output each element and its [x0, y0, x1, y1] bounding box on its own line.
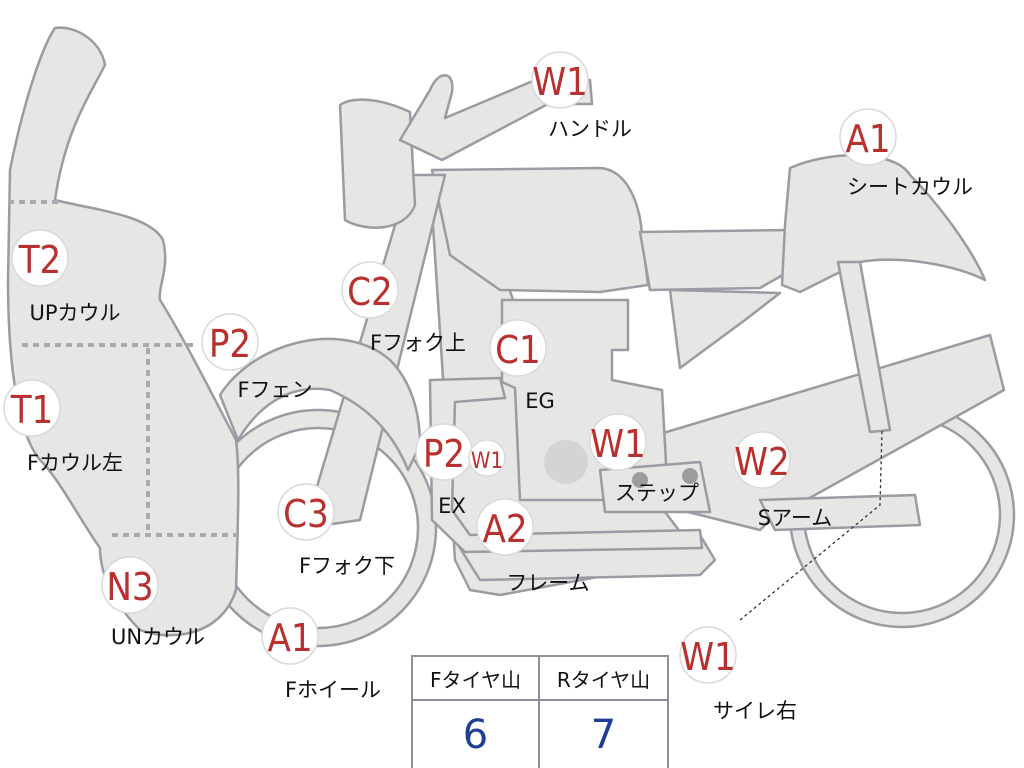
badge-exhaust-small-code: W1	[471, 449, 503, 474]
badge-swing-arm-code: W2	[734, 440, 790, 484]
badge-engine-code: C1	[495, 328, 541, 372]
badge-exhaust-code: P2	[423, 432, 465, 476]
engine-cover	[544, 440, 588, 484]
badge-f-wheel: A1	[261, 607, 319, 665]
badge-exhaust: P2	[415, 423, 473, 481]
fuel-tank	[430, 166, 650, 294]
label-f-fork-lower: Fフォク下	[299, 554, 395, 578]
label-up-cowl: UPカウル	[29, 301, 120, 325]
side-cover	[668, 288, 782, 370]
label-right-side: サイレ右	[713, 699, 797, 723]
label-handle: ハンドル	[548, 117, 632, 141]
badge-step: W1	[589, 413, 647, 471]
badge-up-cowl: T2	[11, 229, 69, 287]
fairing	[6, 26, 240, 637]
seat-rail	[836, 260, 892, 434]
seat	[638, 228, 797, 292]
badge-up-cowl-code: T2	[18, 238, 62, 282]
label-under-cowl: UNカウル	[111, 625, 205, 649]
front-tire-header: Fタイヤ山	[413, 657, 540, 701]
badge-right-side: W1	[679, 626, 737, 684]
label-frame: フレーム	[506, 571, 589, 595]
badge-engine: C1	[489, 319, 547, 377]
label-swing-arm: Sアーム	[758, 506, 832, 530]
label-left-cowl: Fカウル左	[27, 451, 123, 475]
badge-seat-cowl: A1	[839, 108, 897, 166]
rear-tire-value: 7	[590, 711, 617, 758]
exhaust-pipe	[428, 376, 704, 554]
badge-under-cowl: N3	[101, 556, 159, 614]
badge-handle: W1	[531, 51, 589, 109]
tire-tread-table: Fタイヤ山 Rタイヤ山 6 7	[411, 655, 669, 768]
badge-f-fork-lower: C3	[277, 483, 335, 541]
label-f-fork-upper: Fフォク上	[370, 331, 466, 355]
badge-under-cowl-code: N3	[106, 565, 153, 609]
badge-handle-code: W1	[532, 60, 588, 104]
leader-line	[739, 429, 883, 621]
badge-frame-code: A2	[482, 507, 527, 551]
badge-f-wheel-code: A1	[267, 616, 312, 660]
badge-swing-arm: W2	[733, 431, 791, 489]
front-tire-value: 6	[413, 701, 540, 768]
badge-f-fender: P2	[201, 313, 259, 371]
badge-frame: A2	[476, 498, 534, 556]
badge-step-code: W1	[590, 422, 646, 466]
rear-tire-header: Rタイヤ山	[540, 657, 667, 701]
badge-right-side-code: W1	[680, 635, 736, 679]
badge-f-fender-code: P2	[209, 322, 251, 366]
badge-f-fork-upper: C2	[341, 261, 399, 319]
label-f-wheel: Fホイール	[285, 678, 381, 702]
label-step: ステップ	[615, 481, 699, 505]
label-engine: EG	[525, 389, 555, 413]
label-f-fender: Fフェン	[237, 378, 312, 402]
badge-left-cowl-code: T1	[10, 388, 54, 432]
label-seat-cowl: シートカウル	[847, 175, 973, 199]
badge-f-fork-lower-code: C3	[283, 492, 329, 536]
badge-f-fork-upper-code: C2	[347, 270, 393, 314]
label-exhaust: EX	[438, 494, 466, 518]
headlight	[338, 98, 417, 229]
badge-left-cowl: T1	[3, 379, 61, 437]
badge-seat-cowl-code: A1	[845, 117, 890, 161]
badge-exhaust-small: W1	[468, 439, 506, 477]
